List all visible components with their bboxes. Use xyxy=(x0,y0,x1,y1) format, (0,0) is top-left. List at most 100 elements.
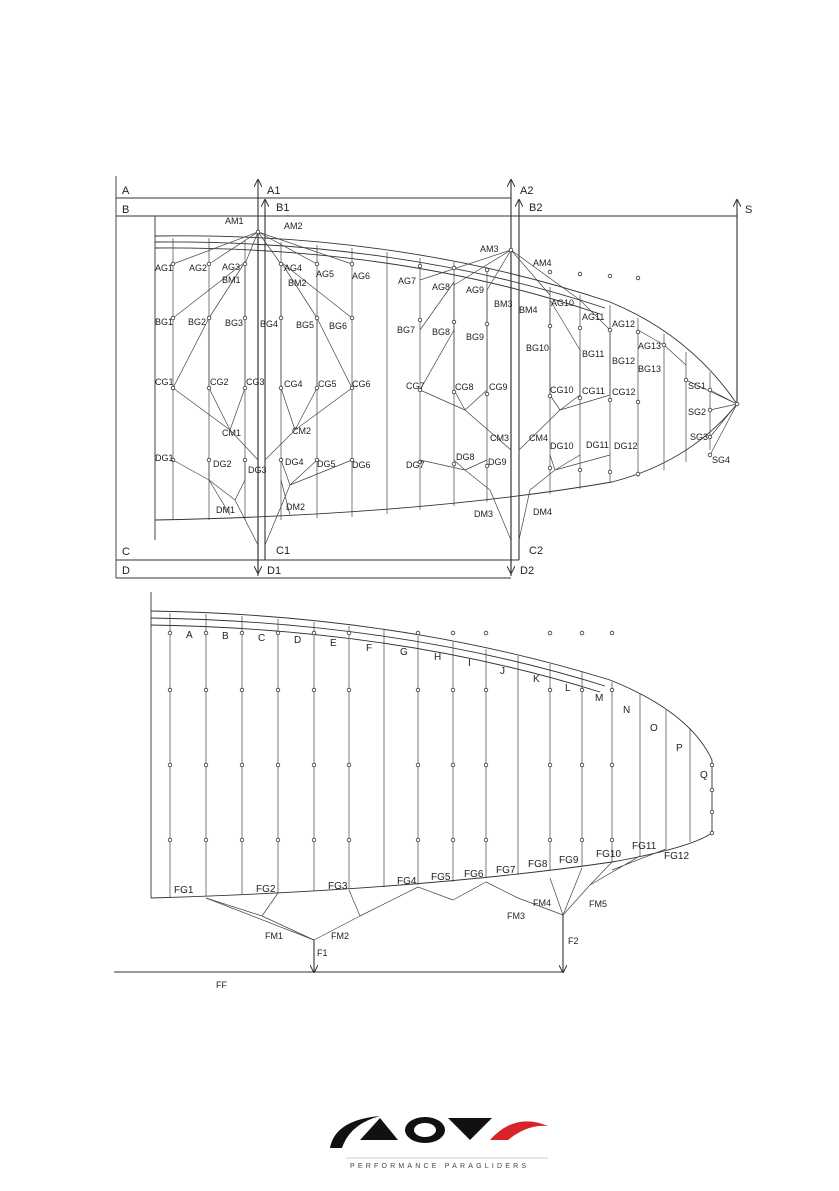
attachment-point xyxy=(635,275,641,281)
attachment-point xyxy=(451,389,457,395)
attachment-point xyxy=(278,261,284,267)
b-gallery-label-2: BG2 xyxy=(188,317,206,327)
brake-attachment-point xyxy=(346,837,352,843)
d-gallery-label-10: DG10 xyxy=(550,441,574,451)
d-gallery-label-11: DG11 xyxy=(586,440,609,450)
d-gallery-label-7: DG7 xyxy=(406,460,425,470)
cell-letter-7: G xyxy=(400,647,408,658)
brake-attachment-point xyxy=(275,630,281,636)
main-label-bm4: BM4 xyxy=(519,305,538,315)
brake-main-fm3: FM3 xyxy=(507,911,525,921)
attachment-point xyxy=(278,385,284,391)
cell-letter-1: A xyxy=(186,630,193,641)
brake-gallery-label-4: FG4 xyxy=(397,876,417,887)
brake-main-fm1: FM1 xyxy=(265,931,283,941)
attachment-point xyxy=(577,271,583,277)
brake-attachment-point xyxy=(450,762,456,768)
brake-attachment-point xyxy=(203,687,209,693)
brake-gallery-label-10: FG10 xyxy=(596,849,621,860)
a-gallery-label-7: AG7 xyxy=(398,276,416,286)
brake-attachment-point xyxy=(346,762,352,768)
brake-attachment-point xyxy=(547,630,553,636)
riser-label-b2: B2 xyxy=(529,202,542,214)
attachment-point xyxy=(484,267,490,273)
brake-main-fm5: FM5 xyxy=(589,899,607,909)
attachment-point xyxy=(278,315,284,321)
brake-attachment-point xyxy=(709,809,715,815)
main-label-dm2: DM2 xyxy=(286,502,305,512)
brake-gallery-label-2: FG2 xyxy=(256,884,276,895)
brake-gallery-label-11: FG11 xyxy=(632,841,657,852)
attachment-point xyxy=(707,452,713,458)
brake-attachment-point xyxy=(579,630,585,636)
a-gallery-label-9: AG9 xyxy=(466,285,484,295)
brake-attachment-point xyxy=(311,630,317,636)
cell-letter-4: D xyxy=(294,635,301,646)
level-letter-a: A xyxy=(122,185,130,197)
brake-attachment-point xyxy=(483,630,489,636)
attachment-point xyxy=(242,457,248,463)
riser-label-d1: D1 xyxy=(267,565,281,577)
d-gallery-label-1: DG1 xyxy=(155,453,174,463)
attachment-point xyxy=(707,387,713,393)
cell-letter-9: I xyxy=(468,658,471,669)
brake-gallery-label-12: FG12 xyxy=(664,851,689,862)
attachment-point xyxy=(206,315,212,321)
main-label-cm4: CM4 xyxy=(529,433,548,443)
attachment-point xyxy=(547,269,553,275)
brake-attachment-point xyxy=(167,837,173,843)
attachment-points xyxy=(170,229,740,477)
logo-tagline: PERFORMANCE PARAGLIDERS xyxy=(350,1163,529,1170)
a-gallery-label-8: AG8 xyxy=(432,282,450,292)
brake-attachment-point xyxy=(609,762,615,768)
c-gallery-label-9: CG9 xyxy=(489,382,508,392)
logo-letter-v xyxy=(448,1118,492,1140)
brake-attachment-point xyxy=(311,687,317,693)
d-gallery-label-5: DG5 xyxy=(317,459,336,469)
cell-letter-2: B xyxy=(222,631,229,642)
brake-attachment-point xyxy=(311,837,317,843)
brake-attachment-point xyxy=(275,762,281,768)
attachment-point xyxy=(242,261,248,267)
brake-attachment-point xyxy=(547,837,553,843)
attachment-point xyxy=(170,385,176,391)
riser-label-a1: A1 xyxy=(267,185,280,197)
attachment-point xyxy=(661,342,667,348)
a-gallery-label-6: AG6 xyxy=(352,271,370,281)
attachment-point xyxy=(635,329,641,335)
cell-letter-15: O xyxy=(650,723,658,734)
brake-attachment-point xyxy=(415,687,421,693)
main-label-bm1: BM1 xyxy=(222,275,241,285)
cell-letter-5: E xyxy=(330,638,337,649)
brake-attachment-point xyxy=(450,837,456,843)
d-gallery-label-3: DG3 xyxy=(248,465,267,475)
attachment-point xyxy=(417,387,423,393)
brake-gallery-label-7: FG7 xyxy=(496,865,516,876)
attachment-point xyxy=(417,263,423,269)
attachment-point xyxy=(451,461,457,467)
a-gallery-label-3: AG3 xyxy=(222,262,240,272)
a-gallery-label-13: AG13 xyxy=(638,341,661,351)
attachment-point xyxy=(314,261,320,267)
main-label-cm2: CM2 xyxy=(292,426,311,436)
a-gallery-label-1: AG1 xyxy=(155,263,173,273)
stabilo-gallery-label-3: SG3 xyxy=(690,432,708,442)
a-gallery-label-2: AG2 xyxy=(189,263,207,273)
brake-attachment-point xyxy=(346,630,352,636)
brake-attachment-point xyxy=(167,762,173,768)
attachment-point xyxy=(349,457,355,463)
main-label-dm4: DM4 xyxy=(533,507,552,517)
brake-handle-ff: FF xyxy=(216,980,227,990)
brake-attachment-point xyxy=(579,687,585,693)
main-label-am2: AM2 xyxy=(284,221,303,231)
attachment-point xyxy=(547,465,553,471)
stabilo-gallery-label-4: SG4 xyxy=(712,455,730,465)
main-label-dm3: DM3 xyxy=(474,509,493,519)
brake-attachment-point xyxy=(239,687,245,693)
attachment-point xyxy=(170,315,176,321)
attachment-point xyxy=(170,457,176,463)
a-gallery-label-11: AG11 xyxy=(582,312,604,322)
brake-attachment-point xyxy=(547,762,553,768)
